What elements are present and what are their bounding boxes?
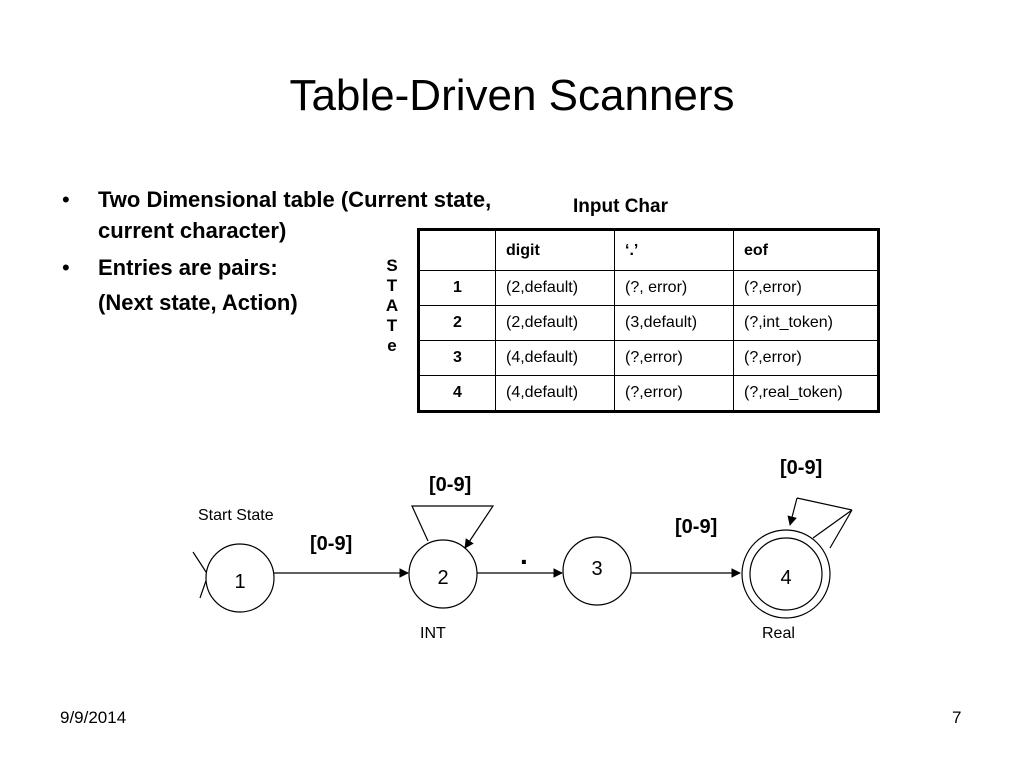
edge-2-3-label: . [520,539,528,570]
loop-4-top [796,497,853,511]
bullet-text: Two Dimensional table (Current state, cu… [98,187,492,243]
bullet-item: • Entries are pairs: [62,252,502,283]
state-axis-label: S T A T e [383,256,401,356]
slide-title: Table-Driven Scanners [289,71,735,120]
state-3-circle [562,536,632,606]
state-2-circle [408,539,478,609]
table-cell: 1 [418,270,496,306]
state-letter: T [386,276,398,295]
table-cell: (?, error) [614,270,734,306]
table-cell: (?,int_token) [733,305,879,341]
bullet-list: • Two Dimensional table (Current state, … [62,184,502,318]
table-cell: (?,real_token) [733,375,879,412]
state-letter: T [386,316,398,335]
state-1-circle [205,543,275,613]
state-1-label: 1 [234,571,245,593]
state-letter: S [386,256,398,275]
state-2-caption: INT [420,625,446,642]
bullet-text: Entries are pairs: [98,255,278,280]
state-4-label: 4 [780,567,791,589]
table-cell: (?,error) [614,340,734,376]
page-number: 7 [952,708,962,727]
table-header-cell: eof [733,229,879,271]
bullet-subline: (Next state, Action) [98,290,298,315]
table-cell: (?,error) [733,340,879,376]
table-row: 3 (4,default) (?,error) (?,error) [418,340,879,376]
bullet-item: • Two Dimensional table (Current state, … [62,184,502,246]
state-machine-diagram: Start State 1 2 3 4 [0-9] [0-9] . [0-9] … [192,457,853,642]
transition-table: digit ‘.’ eof 1 (2,default) (?, error) (… [417,228,880,413]
table-cell: 3 [418,340,496,376]
table-cell: 2 [418,305,496,341]
table-cell: (2,default) [495,270,615,306]
state-4-caption: Real [762,625,795,642]
table-cell: (2,default) [495,305,615,341]
start-state-label: Start State [198,507,274,524]
state-letter: e [387,336,397,355]
loop-4-left [787,497,798,526]
table-cell: (?,error) [614,375,734,412]
loop-4-right [812,509,853,549]
table-row: 1 (2,default) (?, error) (?,error) [418,270,879,306]
edge-1-2-label: [0-9] [310,533,352,555]
footer-date: 9/9/2014 [60,708,127,727]
state-3-label: 3 [591,558,602,580]
edge-3-4-label: [0-9] [675,516,717,538]
input-char-label: Input Char [573,196,668,217]
state-2-label: 2 [437,567,448,589]
table-cell: (?,error) [733,270,879,306]
loop-2 [411,505,495,549]
bullet-dot: • [62,255,70,280]
table-cell: (3,default) [614,305,734,341]
loop-4-label: [0-9] [780,457,822,479]
table-cell: (4,default) [495,340,615,376]
table-header-cell: ‘.’ [614,229,734,271]
table-row: 2 (2,default) (3,default) (?,int_token) [418,305,879,341]
bullet-dot: • [62,187,70,212]
table-header-row: digit ‘.’ eof [418,229,879,271]
table-cell: 4 [418,375,496,412]
state-4-inner-circle [749,537,823,611]
table-row: 4 (4,default) (?,error) (?,real_token) [418,375,879,412]
table-header-cell: digit [495,229,615,271]
table-cell: (4,default) [495,375,615,412]
loop-2-label: [0-9] [429,474,471,496]
table-header-cell [418,229,496,271]
state-letter: A [385,296,399,315]
